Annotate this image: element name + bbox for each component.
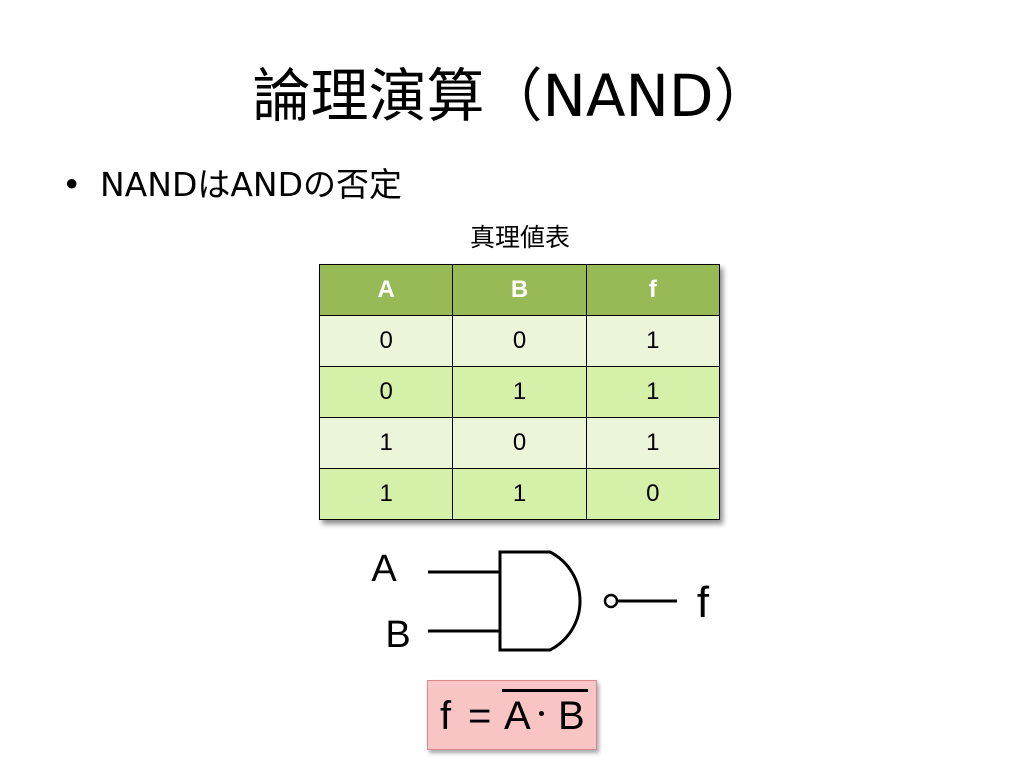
bullet-item: • NANDはANDの否定 [62, 160, 402, 210]
header-cell-b: B [452, 264, 587, 316]
table-cell: 1 [452, 468, 587, 520]
table-cell: 0 [452, 315, 587, 367]
table-cell: 1 [318, 417, 454, 469]
bullet-text: NANDはANDの否定 [100, 165, 403, 204]
truth-table-header-row: A B f [318, 264, 721, 316]
table-cell: 0 [318, 366, 454, 418]
table-cell: 1 [585, 366, 721, 418]
table-row: 1 0 1 [318, 417, 721, 469]
header-cell-a: A [318, 264, 454, 316]
formula-equals: = [468, 694, 492, 738]
truth-table: A B f 0 0 1 0 1 1 1 0 1 1 1 0 [318, 264, 721, 520]
table-row: 1 1 0 [318, 468, 721, 520]
table-cell: 1 [585, 417, 721, 469]
formula-operator: ･ [534, 699, 549, 732]
gate-inversion-bubble-icon [603, 593, 619, 609]
formula-lhs: f [440, 694, 452, 738]
gate-input-b-label: B [385, 614, 410, 656]
gate-output-label: f [697, 578, 710, 627]
table-row: 0 1 1 [318, 366, 721, 418]
nand-formula-box: f = A ･ B [427, 680, 597, 750]
table-row: 0 0 1 [318, 315, 721, 367]
header-cell-f: f [585, 264, 721, 316]
gate-input-a-label: A [371, 548, 397, 590]
nand-gate-diagram: A B f [371, 548, 710, 656]
table-cell: 0 [318, 315, 454, 367]
table-cell: 0 [585, 468, 721, 520]
formula-operand-a: A [504, 694, 531, 738]
slide-title: 論理演算（NAND） [252, 62, 772, 130]
table-cell: 1 [452, 366, 587, 418]
nand-gate-icon [498, 550, 582, 652]
table-cell: 1 [318, 468, 454, 520]
table-cell: 1 [585, 315, 721, 367]
formula-operand-b: B [558, 694, 585, 738]
formula-overline [502, 689, 588, 692]
table-cell: 0 [452, 417, 587, 469]
truth-table-caption: 真理値表 [469, 223, 570, 252]
bullet-dot-icon: • [62, 165, 82, 204]
